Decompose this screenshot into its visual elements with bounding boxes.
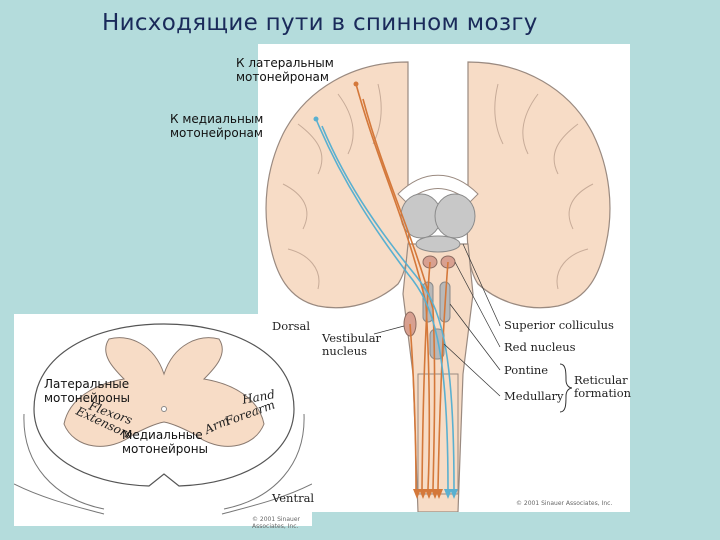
label-superior-colliculus: Superior colliculus: [504, 318, 614, 332]
label-vestibular-nucleus: Vestibular nucleus: [322, 331, 382, 358]
medial-arrows: [444, 489, 458, 499]
label-red-nucleus: Red nucleus: [504, 340, 576, 354]
label-lateral-motoneurons: К латеральным мотонейронам: [236, 56, 334, 84]
grey-matter: [63, 337, 265, 447]
spinal-cord-panel: Dorsal Ventral Hand Forearm Arm Flexors …: [14, 314, 315, 530]
label-reticular-formation: Reticular formation: [574, 373, 632, 400]
brain-diagram: [265, 61, 611, 512]
left-gyri: [282, 83, 382, 290]
brain-figure-panel: К латеральным мотонейронам К медиальным …: [170, 44, 632, 512]
right-gyri: [494, 83, 594, 290]
corpus-callosum: [397, 174, 479, 203]
medial-path-origin: [313, 116, 319, 122]
medial-pathways: [315, 118, 455, 490]
label-ventral: Ventral: [272, 491, 315, 505]
spinal-cord-diagram: [14, 323, 312, 515]
label-medullary: Medullary: [504, 389, 564, 403]
left-hemisphere: [265, 61, 410, 309]
superior-colliculus: [415, 235, 461, 253]
slide-title: Нисходящие пути в спинном мозгу: [102, 10, 538, 36]
reticular-brace: [559, 363, 573, 413]
cord-copyright: © 2001 Sinauer Associates, Inc.: [252, 516, 300, 530]
central-canal: [161, 406, 167, 412]
right-hemisphere: [466, 61, 611, 309]
descending-arrows: [413, 489, 443, 499]
lateral-path-origin: [353, 81, 359, 87]
label-lateral-motoneurons-cord: Латеральные мотонейроны: [44, 377, 131, 405]
label-dorsal: Dorsal: [272, 319, 311, 333]
thalamus-right: [434, 193, 476, 239]
cord-membranes: [14, 413, 312, 515]
label-medial-motoneurons: К медиальным мотонейронам: [170, 112, 264, 140]
label-pontine: Pontine: [504, 363, 549, 377]
brain-copyright: © 2001 Sinauer Associates, Inc.: [516, 500, 613, 507]
label-medial-motoneurons-cord: Медиальные мотонейроны: [122, 428, 209, 456]
leader-lines: [373, 243, 501, 397]
